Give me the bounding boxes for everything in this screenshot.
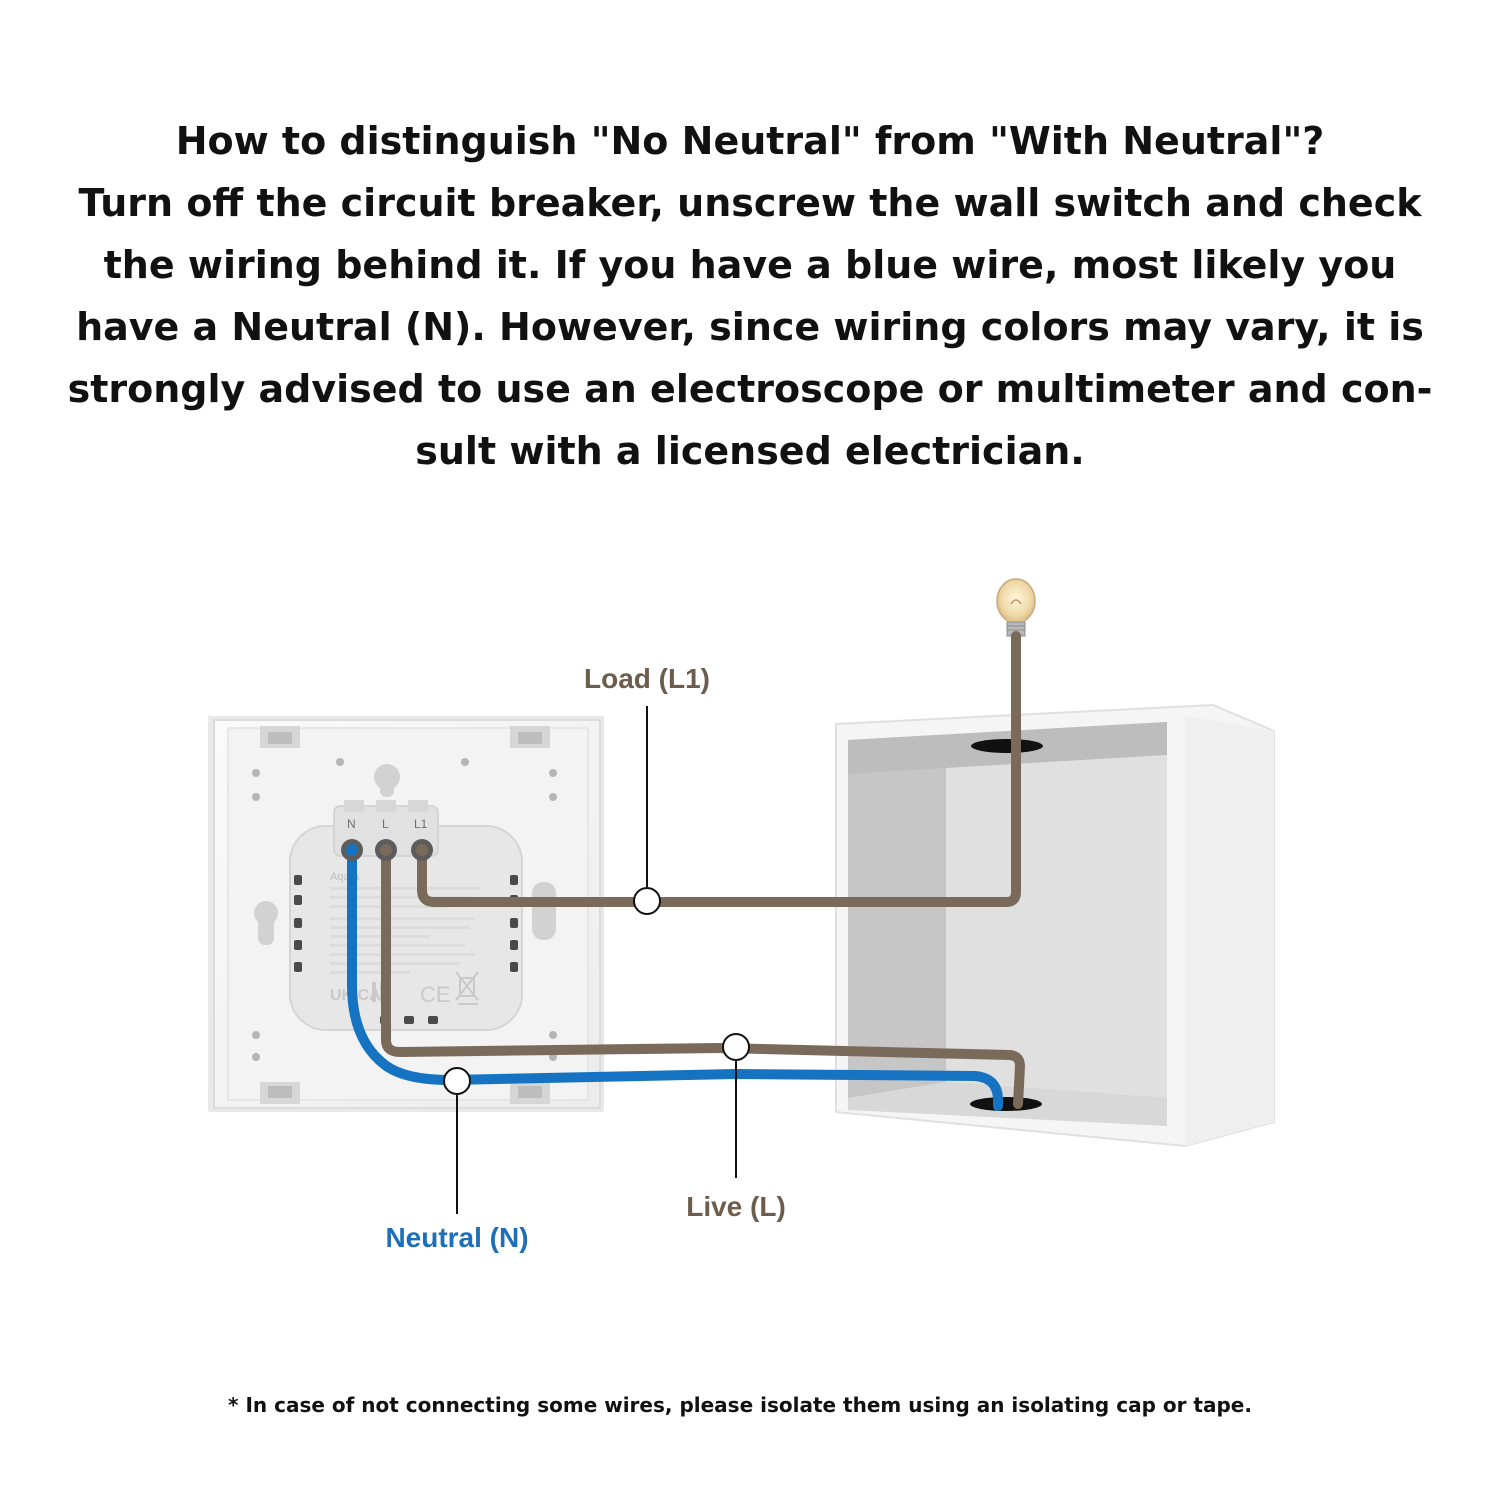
terminal-screws	[341, 839, 433, 861]
live-wire	[381, 845, 1026, 1109]
cable-hole	[970, 1097, 1042, 1111]
live-callout-marker	[722, 1033, 750, 1061]
keyhole-slot	[532, 882, 556, 940]
neutral-wire	[347, 845, 1003, 1111]
certification-mark: CE	[420, 982, 451, 1007]
junction-box	[835, 703, 1275, 1148]
terminal-label: L1	[414, 817, 428, 831]
mounting-clip	[268, 732, 292, 744]
live-label: Live (L)	[686, 1191, 786, 1222]
weee-bin-icon	[455, 971, 479, 1005]
terminal-label: N	[347, 817, 356, 831]
light-bulb-icon	[996, 578, 1036, 637]
heading-line: Turn off the circuit breaker, unscrew th…	[78, 181, 1422, 225]
heading-line: sult with a licensed electrician.	[415, 429, 1085, 473]
neutral-label: Neutral (N)	[385, 1222, 528, 1253]
screw-holes	[252, 758, 557, 1061]
heading-line: have a Neutral (N). However, since wirin…	[76, 305, 1424, 349]
heading-line: strongly advised to use an electroscope …	[67, 367, 1433, 411]
heading-line: the wiring behind it. If you have a blue…	[103, 243, 1397, 287]
wall-switch-module: N L L1 Aqara UK CA CE	[208, 716, 604, 1112]
mounting-clip	[518, 732, 542, 744]
load-wire	[417, 631, 1021, 907]
heading-line: How to distinguish "No Neutral" from "Wi…	[175, 119, 1325, 163]
load-label: Load (L1)	[584, 663, 710, 694]
mounting-clip	[518, 1086, 542, 1098]
neutral-callout-marker	[443, 1067, 471, 1095]
mounting-clip	[268, 1086, 292, 1098]
footnote: * In case of not connecting some wires, …	[228, 1393, 1252, 1417]
cable-hole	[971, 739, 1043, 753]
terminal-label: L	[382, 817, 389, 831]
load-callout-marker	[633, 887, 661, 915]
heading: How to distinguish "No Neutral" from "Wi…	[40, 110, 1460, 482]
